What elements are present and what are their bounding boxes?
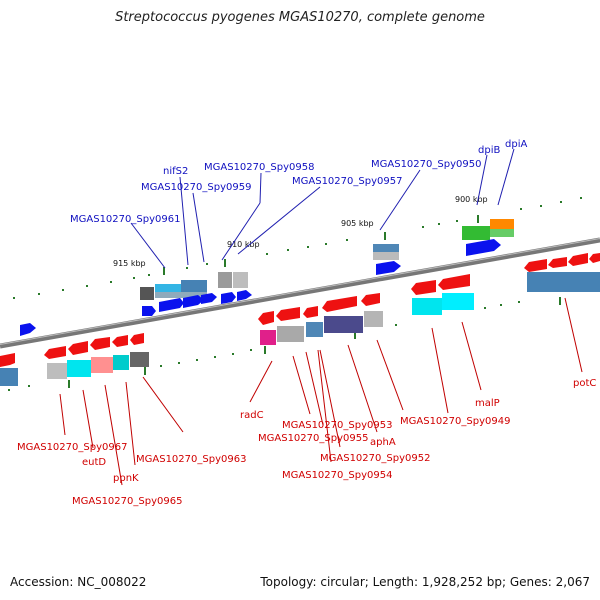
label-dpib[interactable]: dpiB [478,145,500,156]
reverse-arrows [0,253,600,367]
label-spy0953[interactable]: MGAS10270_Spy0953 [282,420,392,431]
backbone-highlight [0,238,600,345]
label-eutd[interactable]: eutD [82,457,106,468]
kbp-tick-900: 900 kbp [455,195,488,204]
label-radc[interactable]: radC [240,410,264,421]
kbp-tick-910: 910 kbp [227,240,260,249]
label-spy0958[interactable]: MGAS10270_Spy0958 [204,162,314,173]
reverse-genes [0,278,600,386]
label-spy0950[interactable]: MGAS10270_Spy0950 [371,159,481,170]
label-spy0963[interactable]: MGAS10270_Spy0963 [136,454,246,465]
genome-backbone [0,237,600,349]
label-potc[interactable]: potC [573,378,596,389]
label-spy0965[interactable]: MGAS10270_Spy0965 [72,496,182,507]
label-dpia[interactable]: dpiA [505,139,527,150]
forward-genes [0,219,600,384]
label-spy0967[interactable]: MGAS10270_Spy0967 [17,442,127,453]
label-spy0952[interactable]: MGAS10270_Spy0952 [320,453,430,464]
accession-text: Accession: NC_008022 [10,575,147,589]
kbp-tick-915: 915 kbp [113,259,146,268]
label-apha[interactable]: aphA [370,437,396,448]
label-malp[interactable]: malP [475,398,500,409]
label-spy0957[interactable]: MGAS10270_Spy0957 [292,176,402,187]
label-spy0955[interactable]: MGAS10270_Spy0955 [258,433,368,444]
label-ppnk[interactable]: ppnK [113,473,139,484]
label-spy0949[interactable]: MGAS10270_Spy0949 [400,416,510,427]
scale-track-bottom [8,301,520,391]
top-leaders [130,148,515,269]
kbp-tick-905: 905 kbp [341,219,374,228]
label-nifs2[interactable]: nifS2 [163,166,188,177]
label-spy0961[interactable]: MGAS10270_Spy0961 [70,214,180,225]
bottom-leaders [59,297,583,486]
label-spy0959[interactable]: MGAS10270_Spy0959 [141,182,251,193]
scale-track-top [13,197,582,299]
forward-arrows [20,239,501,336]
genome-title: Streptococcus pyogenes MGAS10270, comple… [115,10,485,25]
label-spy0954[interactable]: MGAS10270_Spy0954 [282,470,392,481]
genome-summary: Topology: circular; Length: 1,928,252 bp… [260,575,590,589]
